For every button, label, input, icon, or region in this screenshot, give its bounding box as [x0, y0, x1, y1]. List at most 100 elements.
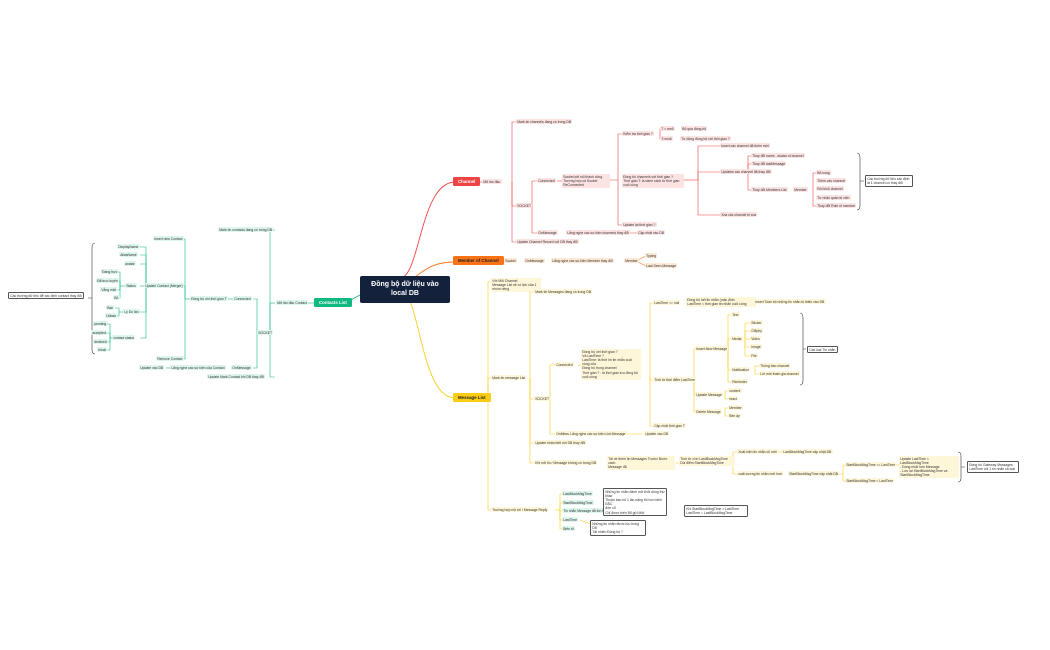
message-notif-invite[interactable]: Lời mời tham gia channel — [759, 371, 800, 377]
contacts-status-online[interactable]: Đã trực tuyến — [96, 278, 119, 284]
contacts-contact-status[interactable]: contact status — [112, 335, 136, 341]
member-listen[interactable]: Lắng nghe các sự kiện Member thay đổi — [551, 258, 614, 264]
channel-mark-db[interactable]: Mark tin channels đang có trong DB — [516, 119, 573, 125]
message-type-notification[interactable]: Notification — [731, 367, 751, 373]
channel-member[interactable]: Member — [793, 187, 808, 193]
contacts-alias-name[interactable]: AliasName — [119, 252, 138, 258]
message-from-lastblock[interactable]: Tính từ vị trí LastBlockMsgTime Dùi điểm… — [679, 456, 736, 466]
message-startblock-lt[interactable]: StartBlockMsgTime < LastTime — [845, 478, 895, 484]
message-gifiphy[interactable]: GifIphy — [750, 328, 764, 334]
channel-member-leave[interactable]: Rời khỏi channel — [816, 186, 844, 192]
contacts-mark-db[interactable]: Mark tin contacts đang có trong DB — [218, 227, 274, 233]
message-type-media[interactable]: Media — [731, 336, 743, 342]
message-update-db-change[interactable]: Update nhận biết với DB thay đổi — [534, 440, 587, 446]
channel-socket-success[interactable]: Socket kết nối thành công Trường hợp cả … — [562, 174, 611, 188]
message-update-db[interactable]: Update vào DB — [644, 431, 670, 437]
message-sync-time[interactable]: Đồng bộ với thời gian ? Và LastTime ? La… — [581, 349, 642, 380]
message-listen-list[interactable]: Lắng nghe các sự kiện List Message — [569, 431, 627, 437]
message-sticker[interactable]: Sticker — [750, 320, 763, 326]
message-insert-new[interactable]: Insert New Message — [695, 346, 729, 352]
channel-member-join[interactable]: Thêm vào channel — [816, 178, 847, 184]
channel-first-open[interactable]: Mở lần đầu — [482, 179, 502, 185]
message-newer-appear[interactable]: xuất xương tin nhắn mới hơn — [737, 471, 784, 477]
contacts-status-active[interactable]: Đang trực — [101, 269, 119, 275]
member-node[interactable]: Member of Channel — [453, 256, 504, 265]
message-socket[interactable]: SOCKET — [534, 396, 551, 402]
channel-node[interactable]: Channel — [453, 177, 481, 186]
message-image[interactable]: Image — [750, 344, 762, 350]
message-startblock-update[interactable]: StartBlockMsgTime cập nhật DB — [788, 471, 840, 477]
message-type-reminder[interactable]: Reminder — [731, 379, 749, 385]
contacts-first-open[interactable]: Mở lần đầu Contact — [276, 300, 309, 306]
message-reply-case[interactable]: Trường hợp nội rời / Message Reply — [491, 507, 549, 513]
message-startblock[interactable]: StartBlockMsgTime — [562, 500, 594, 506]
contacts-accepted[interactable]: accepted — [91, 330, 108, 336]
contacts-display-name[interactable]: DisplayName — [117, 244, 140, 250]
contacts-listen[interactable]: Lắng nghe các sự kiện của Contact — [170, 365, 226, 371]
contacts-sync-time[interactable]: Đồng bộ với thời gian T — [190, 296, 228, 302]
channel-member-role[interactable]: Thay đổi Role of member — [816, 203, 857, 209]
message-connected[interactable]: Connected — [555, 362, 574, 368]
message-lasttime-null[interactable]: LastTime == null — [653, 300, 681, 306]
channel-change-lastmsg[interactable]: Thay đổi lastMessage — [751, 161, 787, 167]
message-update-react[interactable]: react — [728, 396, 738, 402]
contacts-update-mark[interactable]: Update Mark Contact khi DB thay đổi — [207, 374, 266, 380]
message-onmessage[interactable]: OnMessage — [555, 431, 576, 437]
contacts-unban[interactable]: Unban — [105, 313, 118, 319]
message-file[interactable]: File — [750, 353, 758, 359]
message-each-channel[interactable]: Với Mỗi Channel Message List sẽ có lịch … — [491, 278, 542, 292]
contacts-status-away[interactable]: Vắng mặt — [100, 287, 117, 293]
channel-skip-sync[interactable]: Bỏ qua đồng bộ — [681, 126, 708, 132]
contacts-remove[interactable]: Remove Contact — [156, 356, 184, 362]
message-update-lasttime[interactable]: Update LastTime = LastBlockMsgTime - Đồn… — [899, 456, 960, 479]
channel-update-changed[interactable]: Updates các channel đã thay đổi — [720, 169, 772, 175]
contacts-declined[interactable]: declined — [93, 339, 109, 345]
message-type-text[interactable]: Text — [731, 312, 740, 318]
message-lastblock-update[interactable]: LastBlockMsgTime cập nhật DB — [782, 449, 833, 455]
member-socket[interactable]: Socket — [504, 258, 517, 264]
contacts-ban[interactable]: Ban — [106, 305, 115, 311]
message-insert-all[interactable]: Insert Toàn bộ những tin nhắn bị thiếu v… — [754, 299, 826, 305]
channel-member-add[interactable]: Bổ sung — [816, 170, 831, 176]
message-old-appear[interactable]: Xuất hiện tin nhắn cũ mới — [737, 449, 778, 455]
message-update-message[interactable]: Update Message — [695, 392, 724, 398]
contacts-block[interactable]: block — [97, 347, 108, 353]
message-notif-channel[interactable]: Thông báo channel — [759, 363, 791, 369]
message-from-lasttime[interactable]: Tính từ thời điểm LastTime — [653, 377, 697, 383]
message-delete-other[interactable]: Bên ấy — [728, 413, 741, 419]
message-update-time[interactable]: Cập nhật thời gian T — [653, 423, 687, 429]
channel-listen-events[interactable]: Lắng nghe các sự kiện channels thay đổi — [566, 230, 631, 236]
channel-update-db[interactable]: Cập nhật vào DB — [637, 230, 666, 236]
member-onmessage[interactable]: OnMessage — [524, 258, 545, 264]
contacts-onmessage[interactable]: OnMessage — [231, 365, 252, 371]
message-video[interactable]: Video — [750, 336, 761, 342]
contacts-insert-new[interactable]: Insert new Contact — [153, 236, 184, 242]
contacts-connected[interactable]: Connected — [233, 296, 252, 302]
channel-connected[interactable]: Connected — [537, 178, 556, 184]
message-lastblock[interactable]: LastBlockMsgTime — [562, 491, 593, 497]
contacts-status[interactable]: Status — [125, 283, 137, 289]
channel-delete-removed[interactable]: Xóa các channel bị xóa — [720, 212, 758, 218]
contacts-update-merger[interactable]: Update Contact (Merger) — [144, 283, 184, 289]
message-delete-member[interactable]: Member — [728, 405, 743, 411]
contacts-reason[interactable]: Lý Do lần — [123, 309, 140, 315]
channel-change-members[interactable]: Thay đổi Members List — [751, 187, 788, 193]
contacts-status-off[interactable]: Bỏ — [113, 295, 120, 301]
contacts-pending[interactable]: pending — [93, 321, 108, 327]
message-startblock-eq[interactable]: StartBlockMsgTime == LastTime — [845, 462, 897, 468]
channel-insert-new[interactable]: Insert các channel đã thêm mới — [720, 143, 770, 149]
message-lasttime[interactable]: LastTime — [562, 517, 579, 523]
channel-change-name[interactable]: Thay đổi name , avatar of channel — [751, 153, 805, 159]
channel-auto-sync[interactable]: Tự động đồng bộ với thời gian ? — [680, 136, 731, 142]
message-sync-all[interactable]: Đồng bộ hết tin nhắn (mặc định LastTime … — [686, 297, 757, 307]
member-member[interactable]: Member — [624, 258, 639, 264]
channel-update-record[interactable]: Update Channel Record với DB thay đổi — [516, 239, 579, 245]
member-typing[interactable]: Typing — [645, 253, 658, 259]
channel-t-greater[interactable]: T>mx6 — [660, 136, 673, 142]
message-node[interactable]: Message List — [453, 393, 491, 402]
message-load-more[interactable]: Tải về thêm tin Messages Trước/ Bước các… — [607, 456, 676, 470]
channel-onmessage[interactable]: OnMessage — [537, 230, 558, 236]
channel-sync-time[interactable]: Đồng bộ channels với thời gian ? Thời gi… — [622, 174, 685, 188]
contacts-avatar[interactable]: avatar — [124, 261, 136, 267]
contacts-node[interactable]: Contacts List — [314, 298, 352, 307]
